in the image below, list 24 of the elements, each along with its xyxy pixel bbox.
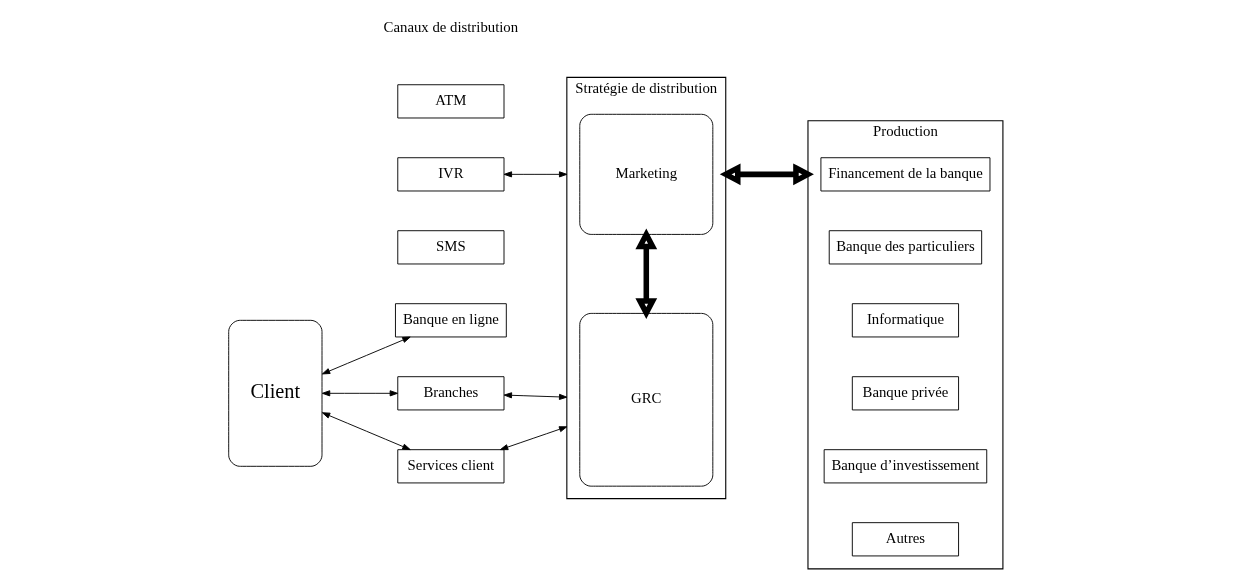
node-box: Marketing xyxy=(579,113,714,235)
arrow xyxy=(321,336,411,375)
label: Canaux de distribution xyxy=(383,18,519,35)
node-box: IVR xyxy=(397,157,505,192)
node-box: Informatique xyxy=(851,303,960,338)
node-box: Autres xyxy=(851,522,960,557)
node-box: Banque en ligne xyxy=(395,303,507,338)
node-box: ATM xyxy=(397,84,505,119)
node-box: Financement de la banque xyxy=(820,157,991,192)
arrow xyxy=(321,412,411,451)
arrow xyxy=(503,171,568,178)
node-box: GRC xyxy=(579,312,714,487)
node-box: Banque d’investissement xyxy=(823,449,988,484)
node-box: Services client xyxy=(397,449,505,484)
arrow xyxy=(635,228,658,319)
node-box: Banque des particuliers xyxy=(828,230,983,265)
node-box: Branches xyxy=(397,376,505,411)
arrow xyxy=(499,426,568,451)
node-box: Client xyxy=(228,319,323,467)
arrow xyxy=(503,392,568,400)
node-box: SMS xyxy=(397,230,505,265)
arrow xyxy=(321,390,398,397)
node-box: Banque privée xyxy=(851,376,960,411)
arrow xyxy=(719,163,814,186)
